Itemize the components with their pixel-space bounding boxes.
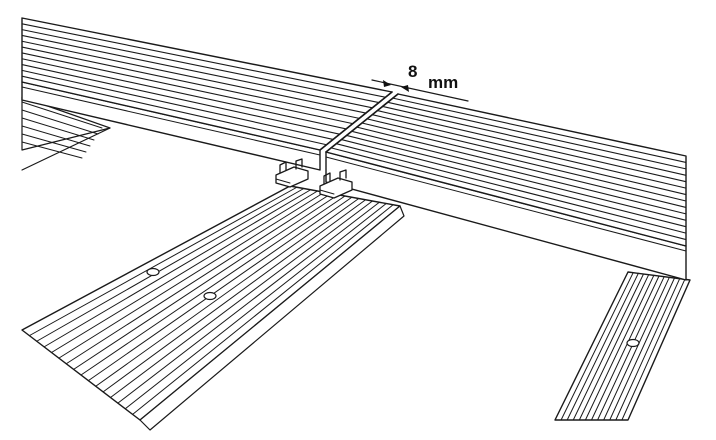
fastening-clip-left-tab <box>295 158 303 170</box>
joist-groove <box>110 200 373 398</box>
joist-groove <box>572 273 644 421</box>
deck-board-left-groove <box>21 29 380 104</box>
joist-front-right <box>554 271 691 421</box>
joist-groove <box>65 193 332 365</box>
gap-edge <box>319 91 393 151</box>
dimension-arrow-right <box>401 85 409 92</box>
joist-groove <box>21 141 83 159</box>
screw-hole <box>203 291 217 301</box>
deck-board-right-groove <box>382 105 687 176</box>
fastening-clip-right-edge <box>319 189 335 195</box>
fastening-clip-right-tab <box>323 172 331 185</box>
joist-groove <box>73 194 339 370</box>
joist-groove <box>21 133 87 153</box>
gap-value: 8 <box>408 62 417 81</box>
deck-board-right-side-line <box>325 156 687 252</box>
deck-board-left-side-line <box>21 86 321 156</box>
joist-groove <box>28 186 298 337</box>
deck-board-right-groove <box>356 126 687 208</box>
joist-front-left-side <box>139 205 405 431</box>
joist-groove <box>578 274 650 421</box>
deck-board-right-groove <box>330 147 687 241</box>
joist-groove <box>584 274 655 421</box>
fastening-clip-right-body <box>319 177 353 199</box>
joist-left-upper <box>21 96 111 171</box>
joist-groove <box>566 272 639 421</box>
deck-board-right-groove <box>335 143 687 234</box>
joist-groove <box>560 272 634 421</box>
fastening-clip-right <box>319 169 353 199</box>
joist-groove <box>615 278 681 421</box>
deck-board-right-groove <box>376 110 687 183</box>
deck-board-right-groove <box>371 114 687 189</box>
joist-groove <box>36 188 305 342</box>
gap-dimension: 8 mm <box>371 62 469 102</box>
deck-board-right-groove <box>351 130 687 215</box>
fastening-clip-right-tab <box>339 169 347 181</box>
deck-board-left-groove <box>21 75 328 146</box>
joist-groove <box>21 109 99 135</box>
deck-board-left-groove <box>21 63 341 135</box>
joist-groove <box>621 278 686 421</box>
deck-board-left-groove <box>21 46 360 119</box>
deck-board-right-groove <box>340 139 687 228</box>
joist-front-left <box>21 185 405 431</box>
joist-groove <box>603 276 670 421</box>
dimension-arrow-left <box>383 80 391 87</box>
deck-board-left <box>21 17 393 171</box>
joist-groove <box>597 276 665 421</box>
joist-groove <box>124 203 387 410</box>
deck-board-left-groove <box>21 52 354 125</box>
joist-edge <box>21 127 111 171</box>
deck-board-left-groove <box>21 69 334 141</box>
joist-groove <box>591 275 660 421</box>
deck-board-right <box>319 91 687 281</box>
gap-unit: mm <box>428 73 458 92</box>
screw-hole <box>146 267 160 277</box>
deck-board-left-groove <box>21 34 373 109</box>
joist-groove <box>51 190 318 353</box>
joist-groove <box>132 204 394 415</box>
deck-board-right-groove <box>366 118 687 196</box>
joist-groove <box>609 277 675 421</box>
fastening-clip-left-body <box>275 166 309 188</box>
deck-board-left-groove <box>21 58 347 130</box>
screw-hole <box>626 338 640 348</box>
deck-board-right-groove <box>387 101 687 170</box>
gap-edge <box>325 93 399 153</box>
fastening-clip-left <box>275 158 309 188</box>
deck-board-right-groove <box>361 122 687 202</box>
joist-groove <box>80 195 346 376</box>
joist-groove <box>95 198 360 387</box>
deck-board-right-groove <box>392 97 687 163</box>
joist-groove <box>102 199 367 393</box>
fastening-clip-left-edge <box>275 178 291 184</box>
deck-board-right-groove <box>346 134 687 221</box>
joist-groove <box>21 117 95 141</box>
deck-board-left-groove <box>21 23 387 98</box>
joist-groove <box>58 191 325 359</box>
joist-front-left-face <box>21 185 401 421</box>
deck-board-left-groove <box>21 40 367 114</box>
joist-groove <box>43 189 312 348</box>
joist-groove <box>21 101 103 129</box>
fastening-clip-left-tab <box>279 161 287 174</box>
joist-groove <box>117 201 380 404</box>
joist-groove <box>87 196 353 382</box>
